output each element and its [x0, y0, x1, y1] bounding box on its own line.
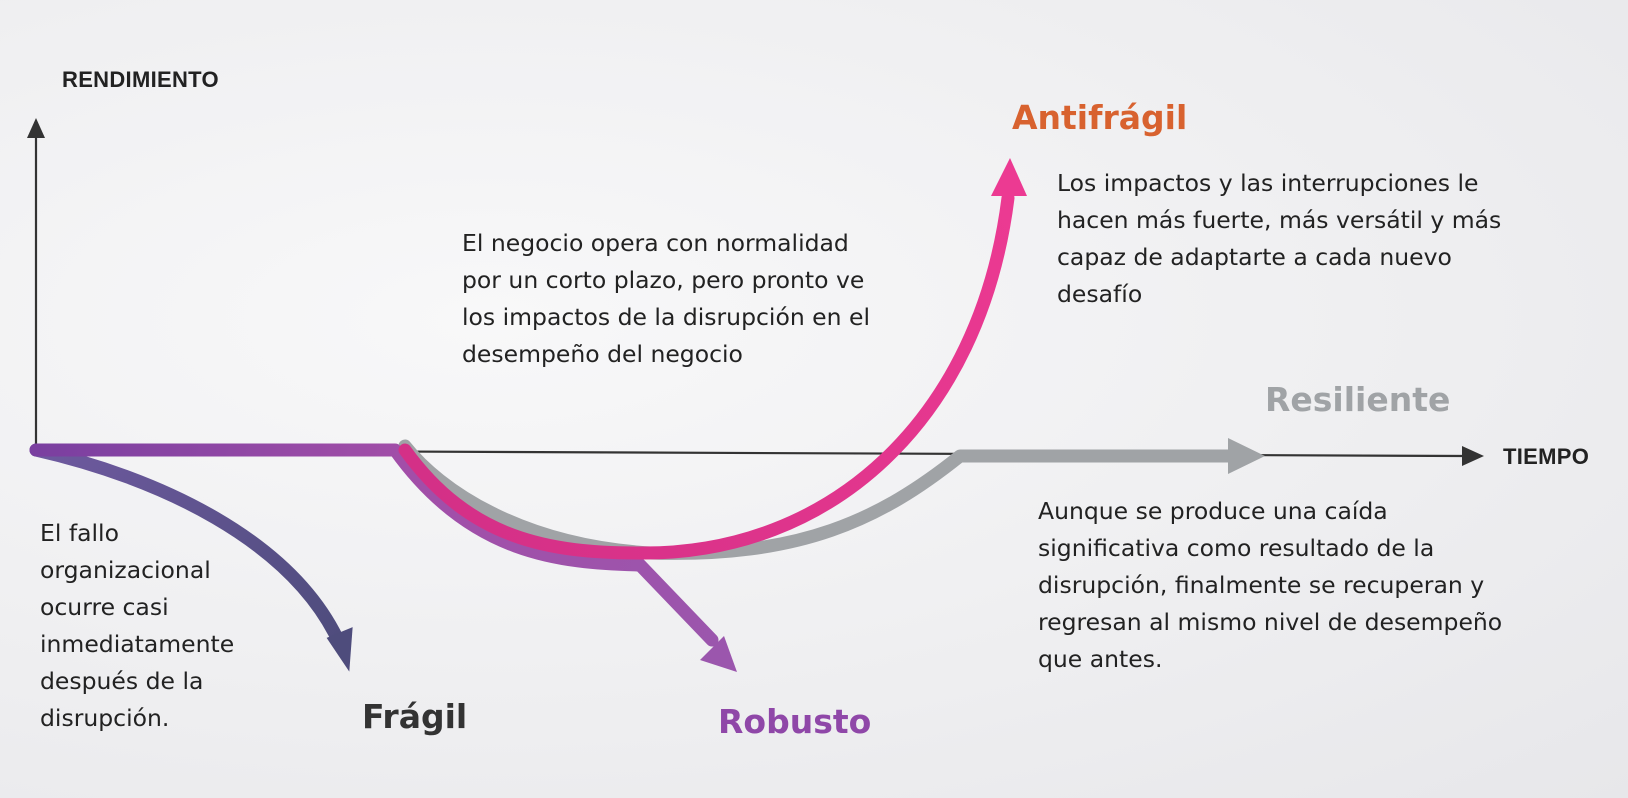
fragil-description: El fallo organizacional ocurre casi inme…	[40, 519, 235, 732]
x-axis-label: TIEMPO	[1503, 444, 1590, 469]
resiliente-description: Aunque se produce una caída significativ…	[1038, 497, 1503, 673]
fragil-arrowhead	[326, 627, 353, 672]
antifragil-description: Los impactos y las interrupciones le hac…	[1057, 169, 1502, 308]
robusto-label: Robusto	[718, 702, 872, 741]
robusto-description: El negocio opera con normalidad por un c…	[462, 229, 870, 368]
antifragil-arrowhead	[991, 158, 1027, 196]
y-axis-label: RENDIMIENTO	[62, 67, 219, 92]
fragil-curve	[29, 443, 353, 672]
y-axis	[27, 118, 45, 450]
antifragil-curve	[398, 158, 1027, 560]
fragil-label: Frágil	[362, 697, 468, 736]
robusto-arrowhead	[700, 636, 737, 672]
antifragil-label: Antifrágil	[1012, 98, 1188, 137]
resiliente-arrowhead	[1228, 438, 1265, 474]
robusto-curve	[29, 443, 737, 672]
resiliente-label: Resiliente	[1265, 380, 1451, 419]
